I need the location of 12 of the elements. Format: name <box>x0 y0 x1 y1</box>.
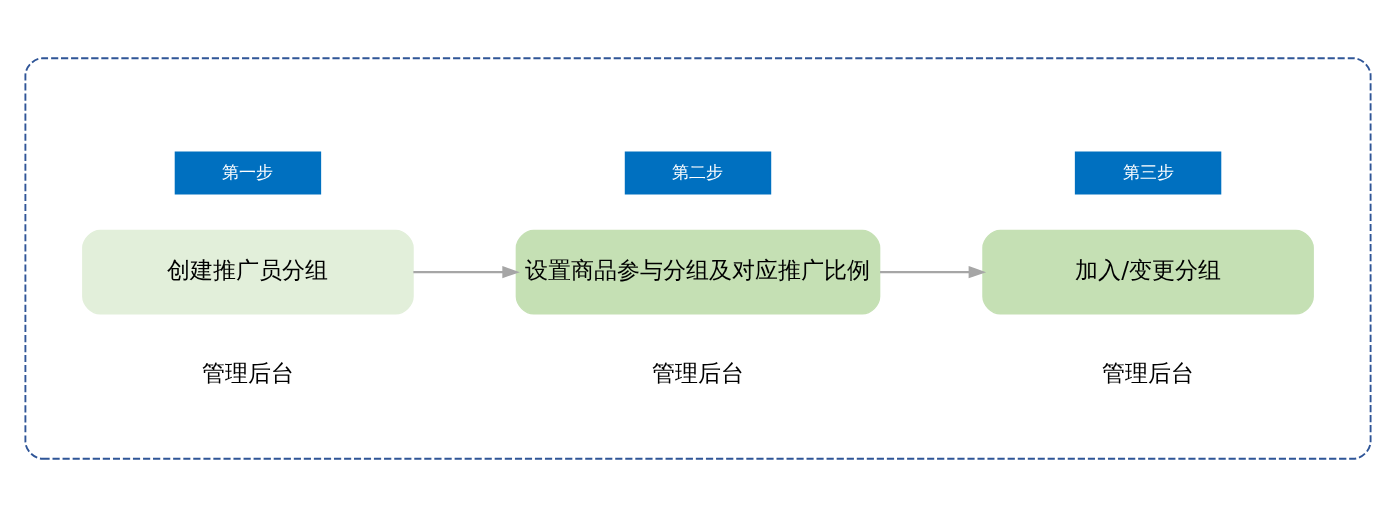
node-box: 第二步 <box>624 151 772 195</box>
node-label: 管理后台 <box>201 359 294 386</box>
node-box: 创建推广员分组 <box>82 229 414 315</box>
node-box: 加入/变更分组 <box>982 229 1314 315</box>
arrow <box>880 266 987 279</box>
cluster <box>24 57 1372 460</box>
node-box: 设置商品参与分组及对应推广比例 <box>515 229 881 315</box>
node-box: 第一步 <box>174 151 322 195</box>
arrow <box>413 266 520 279</box>
node-label: 管理后台 <box>1102 359 1195 386</box>
node-label: 管理后台 <box>652 359 744 386</box>
node-box: 第三步 <box>1074 151 1222 195</box>
